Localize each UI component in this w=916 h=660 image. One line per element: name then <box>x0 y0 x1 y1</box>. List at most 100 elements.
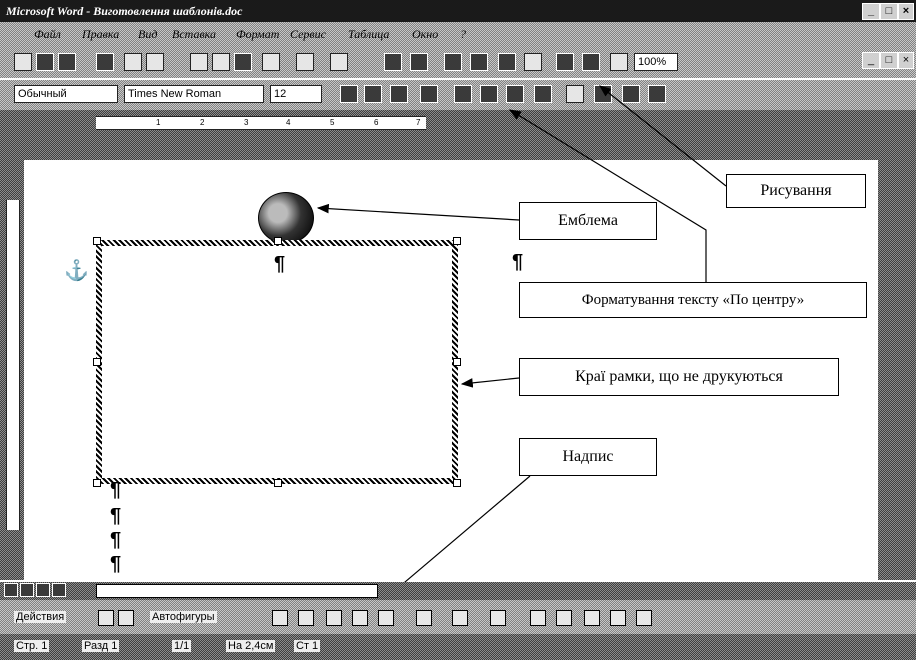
fill-color-icon[interactable] <box>416 610 432 626</box>
resize-handle[interactable] <box>453 479 461 487</box>
3d-icon[interactable] <box>636 610 652 626</box>
spelling-icon[interactable] <box>146 53 164 71</box>
doc-minimize-button[interactable]: _ <box>862 52 880 69</box>
normal-view-icon[interactable] <box>4 583 18 597</box>
paragraph-mark: ¶ <box>110 479 122 501</box>
resize-handle[interactable] <box>93 358 101 366</box>
resize-handle[interactable] <box>453 358 461 366</box>
align-center-icon[interactable] <box>454 85 472 103</box>
doc-close-button[interactable]: × <box>898 52 914 69</box>
font-color-icon[interactable] <box>490 610 506 626</box>
tables-borders-icon[interactable] <box>410 53 428 71</box>
standard-toolbar: 100% _ □ × <box>0 48 916 78</box>
resize-handle[interactable] <box>93 479 101 487</box>
callout-drawing: Рисування <box>726 174 866 208</box>
underline-icon[interactable] <box>390 85 408 103</box>
minimize-button[interactable]: _ <box>862 3 880 20</box>
wordart-icon[interactable] <box>378 610 394 626</box>
align-right-icon[interactable] <box>480 85 498 103</box>
rotate-icon[interactable] <box>118 610 134 626</box>
text-box-icon[interactable] <box>352 610 368 626</box>
insert-table-icon[interactable] <box>444 53 462 71</box>
redo-icon[interactable] <box>330 53 348 71</box>
font-size-select[interactable]: 12 <box>270 85 322 103</box>
numbering-icon[interactable] <box>566 85 584 103</box>
drawing-icon[interactable] <box>556 53 574 71</box>
columns-icon[interactable] <box>498 53 516 71</box>
status-page: Стр. 1 <box>14 640 50 652</box>
menu-table[interactable]: Таблица <box>348 27 390 41</box>
select-objects-icon[interactable] <box>98 610 114 626</box>
menu-edit[interactable]: Правка <box>82 27 120 41</box>
font-select[interactable]: Times New Roman <box>124 85 264 103</box>
undo-icon[interactable] <box>296 53 314 71</box>
zoom-select[interactable]: 100% <box>634 53 678 71</box>
save-icon[interactable] <box>58 53 76 71</box>
text-frame[interactable] <box>96 240 458 484</box>
doc-restore-button[interactable]: □ <box>880 52 898 69</box>
resize-handle[interactable] <box>274 479 282 487</box>
status-line: Ст 1 <box>294 640 321 652</box>
hyperlink-icon[interactable] <box>384 53 402 71</box>
line-spacing-icon[interactable] <box>534 85 552 103</box>
ruler-tick: 6 <box>374 118 379 127</box>
title-bar: Microsoft Word - Виготовлення шаблонів.d… <box>0 0 916 22</box>
bullets-icon[interactable] <box>594 85 612 103</box>
menu-file[interactable]: Файл <box>34 27 61 41</box>
vertical-scrollbar[interactable] <box>878 160 916 580</box>
shadow-icon[interactable] <box>610 610 626 626</box>
copy-icon[interactable] <box>212 53 230 71</box>
resize-handle[interactable] <box>93 237 101 245</box>
menu-tools[interactable]: Сервис <box>290 27 326 41</box>
justify-icon[interactable] <box>506 85 524 103</box>
status-section: Разд 1 <box>82 640 120 652</box>
outline-view-icon[interactable] <box>52 583 66 597</box>
office-assistant-icon[interactable] <box>610 53 628 71</box>
italic-icon[interactable] <box>364 85 382 103</box>
menu-format[interactable]: Формат <box>236 27 280 41</box>
open-icon[interactable] <box>36 53 54 71</box>
new-document-icon[interactable] <box>14 53 32 71</box>
emblem-image[interactable] <box>258 192 314 244</box>
menu-help[interactable]: ? <box>460 27 466 41</box>
line-color-icon[interactable] <box>452 610 468 626</box>
oval-icon[interactable] <box>326 610 342 626</box>
ruler-tick: 4 <box>286 118 291 127</box>
menu-window[interactable]: Окно <box>412 27 439 41</box>
close-button[interactable]: × <box>898 3 914 20</box>
callout-caption: Надпис <box>519 438 657 476</box>
maximize-button[interactable]: □ <box>880 3 898 20</box>
resize-handle[interactable] <box>453 237 461 245</box>
rectangle-icon[interactable] <box>298 610 314 626</box>
status-position: На 2,4см <box>226 640 276 652</box>
menu-view[interactable]: Вид <box>138 27 158 41</box>
show-hide-icon[interactable] <box>582 53 600 71</box>
bold-icon[interactable] <box>340 85 358 103</box>
print-icon[interactable] <box>96 53 114 71</box>
menu-insert[interactable]: Вставка <box>172 27 216 41</box>
actions-menu[interactable]: Действия <box>14 611 67 623</box>
web-view-icon[interactable] <box>20 583 34 597</box>
print-preview-icon[interactable] <box>124 53 142 71</box>
cut-icon[interactable] <box>190 53 208 71</box>
arrow-style-icon[interactable] <box>584 610 600 626</box>
decrease-indent-icon[interactable] <box>622 85 640 103</box>
increase-indent-icon[interactable] <box>648 85 666 103</box>
autoshapes-menu[interactable]: Автофигуры <box>150 611 217 623</box>
print-layout-icon[interactable] <box>36 583 50 597</box>
style-select[interactable]: Обычный <box>14 85 118 103</box>
status-bar: Стр. 1 Разд 1 1/1 На 2,4см Ст 1 <box>0 634 916 660</box>
line-style-icon[interactable] <box>530 610 546 626</box>
ruler-tick: 5 <box>330 118 335 127</box>
document-map-icon[interactable] <box>524 53 542 71</box>
insert-excel-icon[interactable] <box>470 53 488 71</box>
dash-style-icon[interactable] <box>556 610 572 626</box>
ruler-tick: 3 <box>244 118 249 127</box>
paste-icon[interactable] <box>234 53 252 71</box>
anchor-icon: ⚓ <box>64 260 89 282</box>
line-icon[interactable] <box>272 610 288 626</box>
format-painter-icon[interactable] <box>262 53 280 71</box>
align-left-icon[interactable] <box>420 85 438 103</box>
resize-handle[interactable] <box>274 237 282 245</box>
horizontal-scrollbar[interactable] <box>96 584 378 598</box>
